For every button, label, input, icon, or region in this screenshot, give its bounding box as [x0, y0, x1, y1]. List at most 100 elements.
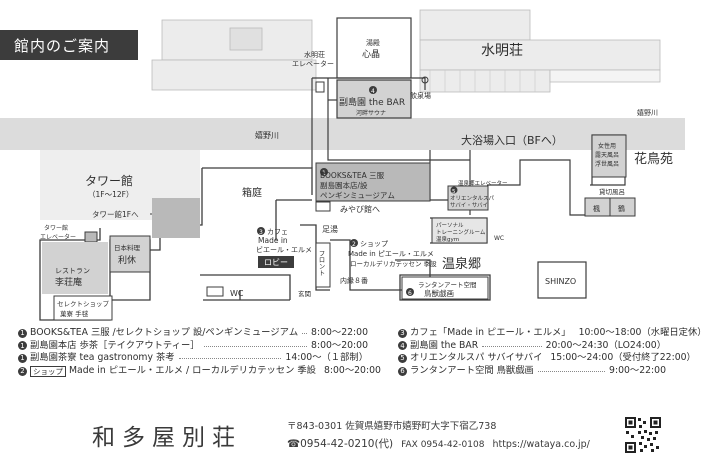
shinzo-label: SHINZO	[545, 277, 576, 286]
floor-map: 館内のご案内 嬉野川 嬉野川 水明荘 湯殿 心晶 水明荘 エレベーター 4 副島…	[0, 9, 685, 321]
oriental-spa-label-2: サバイ・サバイ	[450, 202, 488, 209]
women-bath-room	[591, 134, 627, 178]
japanese-label-2: 利休	[118, 254, 136, 266]
escalator-icon	[206, 286, 224, 297]
legend-number-badge: 1	[18, 341, 27, 351]
suimeiso-elevator-label-1: 水明荘	[304, 50, 325, 59]
legend-hours: 15:00～24:00（受付終了22:00）	[550, 352, 696, 364]
marker-4-label: 4	[371, 88, 375, 95]
onsenkyo-label: 温泉郷	[442, 256, 481, 272]
lobby-badge	[258, 256, 294, 268]
legend-label: カフェ「Made in ピエール・エルメ」	[410, 327, 571, 338]
art-label-2: 鳥獣戯画	[424, 288, 454, 298]
main-building-outline	[39, 167, 491, 321]
tsuru-room	[609, 197, 636, 217]
marker-6-label: 6	[408, 290, 412, 297]
river-label-left: 嬉野川	[255, 130, 279, 140]
legend-number-badge: 6	[398, 366, 407, 376]
river	[0, 118, 685, 150]
marker-2	[350, 239, 358, 247]
art-label-1: ランタンアート空間	[418, 280, 477, 289]
marker-5-label: 5	[452, 189, 456, 195]
women-bath-label-3: 浮世風呂	[595, 160, 619, 168]
private-bath-label: 貸切風呂	[599, 187, 625, 196]
spa-elevator-label: 温泉郷エレベーター	[458, 179, 508, 187]
japanese-label-1: 日本料理	[114, 243, 141, 252]
suimeiso-building	[151, 9, 661, 93]
women-bath-label-2: 露天風呂	[595, 152, 619, 159]
title-banner	[0, 30, 138, 60]
legend-label: ランタンアート空間 鳥獣戯画	[410, 364, 534, 376]
legend-label: Made in ピエール・エルメ / ローカルデリカテッセン 季設	[69, 364, 316, 376]
tsuru-label: 鶴	[618, 204, 625, 213]
restaurant-label-2: 李荘庵	[55, 276, 82, 288]
legend-number-badge: 1	[18, 328, 27, 338]
shop-label-3: ローカルデリカテッセン 季設	[350, 259, 437, 268]
legend-label: 副島園 the BAR	[410, 339, 479, 351]
legend-hours: 14:00～（１部制）	[285, 352, 368, 364]
legend-leader-dots	[178, 352, 282, 360]
legend-hours: 8:00～22:00	[311, 327, 368, 338]
kaede-label: 楓	[593, 204, 600, 213]
legend-number-badge: 1	[18, 353, 27, 363]
suimeiso-label: 水明荘	[481, 43, 523, 59]
tower-label: タワー館	[85, 173, 133, 188]
marker-6	[406, 288, 414, 296]
cafe-label-3: ビエール・エルメ	[256, 245, 312, 254]
legend-label: BOOKS&TEA 三服 /セレクトショップ 設/ペンギンミュージアム	[30, 327, 299, 338]
training-room	[431, 217, 488, 244]
art-room	[401, 276, 489, 300]
marker-2-label: 2	[352, 241, 356, 248]
wc-small-label: WC	[494, 235, 504, 242]
legend-boxed-tag: ショップ	[30, 365, 66, 377]
marker-3-label: 3	[259, 229, 263, 236]
front-label: フロント	[317, 250, 325, 276]
wc-label: WC	[230, 289, 244, 298]
drinking-spring-label: 飲泉場	[410, 91, 431, 100]
address: 〒843-0301 佐賀県嬉野市嬉野町大字下宿乙738	[287, 421, 497, 432]
title-text: 館内のご案内	[14, 37, 110, 55]
books-label-1: BOOKS&TEA 三服	[320, 171, 385, 180]
marker-4	[369, 86, 377, 94]
legend-number-badge: 3	[398, 328, 407, 338]
shinzo-building	[537, 261, 587, 299]
legend-leader-dots	[203, 340, 308, 347]
legend-label: オリエンタルスパ サバイサバイ	[410, 352, 543, 364]
marker-1-label: 1	[322, 170, 326, 177]
front-desk	[315, 242, 331, 288]
marker-1	[320, 168, 328, 176]
legend-leader-dots	[302, 327, 308, 334]
marker-5	[450, 186, 458, 194]
select-label-2: 菓寮 手毬	[60, 309, 89, 318]
select-shop-room	[53, 295, 113, 321]
suimeiso-elevator-label-2: エレベーター	[292, 59, 334, 68]
shop-label-1: ショップ	[360, 240, 388, 248]
legend-hours: 20:00～24:30（LO24:00）	[545, 339, 666, 351]
yudono-room	[336, 17, 412, 79]
daiyokujo-label: 大浴場入口（BFへ）	[461, 133, 563, 147]
legend-hours: 8:00～20:00	[311, 339, 368, 351]
restaurant-risoan-room	[42, 242, 108, 294]
phone: ☎0954-42-0210(代)	[287, 438, 394, 450]
website-link[interactable]: https://wataya.co.jp/	[492, 439, 590, 450]
legend-hours: 8:00～20:00	[323, 364, 381, 376]
legend-label: 副島園本店 歩茶［テイクアウトティー］	[30, 339, 200, 351]
legend-hours: 9:00～22:00	[609, 364, 666, 376]
tower-shaft	[152, 198, 200, 238]
tower-floors-label: （1F～12F）	[88, 190, 133, 199]
marker-3	[257, 227, 265, 235]
legend-hours: 10:00～18:00（水曜日定休）	[578, 327, 707, 338]
lobby-label: ロビー	[264, 258, 288, 267]
miyabi-stairs	[315, 201, 331, 212]
hotel-name: 和多屋別荘	[92, 425, 242, 451]
miyabi-label: みやび館へ	[340, 204, 380, 214]
